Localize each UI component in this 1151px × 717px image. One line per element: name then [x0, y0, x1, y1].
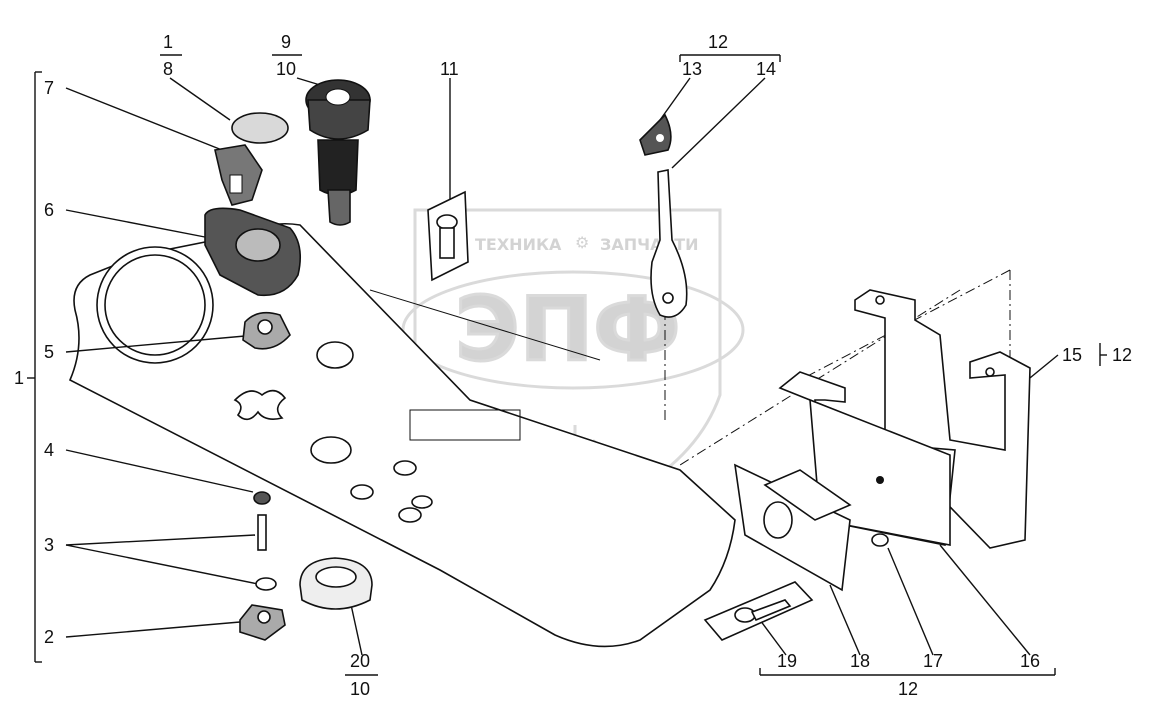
label-5: 5: [44, 342, 54, 362]
label-13: 13: [682, 59, 702, 79]
panel-window: [409, 409, 521, 441]
part-15-bracket: [854, 289, 1031, 549]
panel-hole: [393, 460, 417, 476]
panel-hole: [316, 341, 354, 369]
label-16: 16: [1020, 651, 1040, 671]
part-17-screw: [871, 533, 889, 547]
panel-cutout: [233, 389, 287, 421]
part-6-housing: [204, 207, 301, 297]
label-20: 20: [350, 651, 370, 671]
label-7: 7: [44, 78, 54, 98]
gear-icon: ⚙: [575, 233, 589, 252]
part-labels: 1 8 9 10 11 12 13 14 7 6 5 1 4 3 2 15 12…: [14, 32, 1132, 699]
watermark-brand-left: ТЕХНИКА: [475, 235, 562, 254]
part-5-collar: [242, 311, 291, 350]
label-19: 19: [777, 651, 797, 671]
panel-hole: [310, 436, 352, 464]
panel-hole: [350, 484, 374, 500]
label-3: 3: [44, 535, 54, 555]
watermark: ТЕХНИКА ⚙ ЗАПЧАСТИ ЭПФ: [401, 208, 745, 522]
watermark-logo-letters: ЭПФ: [455, 278, 681, 381]
label-8: 8: [163, 59, 173, 79]
label-2: 2: [44, 627, 54, 647]
label-15: 15: [1062, 345, 1082, 365]
part-14-lever: [650, 169, 688, 318]
part-11-screw: [427, 190, 469, 282]
part-10-switch: [305, 79, 371, 226]
label-12-bottom: 12: [898, 679, 918, 699]
label-6: 6: [44, 200, 54, 220]
label-17: 17: [923, 651, 943, 671]
part-8-cap: [231, 112, 289, 144]
label-4: 4: [44, 440, 54, 460]
part-3-pin: [255, 514, 277, 591]
part-18-holder: [733, 463, 852, 592]
watermark-brand-right: ЗАПЧАСТИ: [600, 235, 699, 254]
label-9: 9: [281, 32, 291, 52]
part-13-knob: [639, 113, 672, 156]
part-20-nut: [299, 557, 373, 610]
label-14: 14: [756, 59, 776, 79]
part-2-bushing: [239, 604, 286, 641]
part-4-nut: [253, 491, 271, 505]
label-11: 11: [440, 59, 459, 79]
label-10-bottom: 10: [350, 679, 370, 699]
label-10-top: 10: [276, 59, 296, 79]
part-7-clip: [214, 144, 263, 206]
label-1-top: 1: [163, 32, 173, 52]
panel-hole: [411, 495, 433, 509]
label-1-side: 1: [14, 368, 24, 388]
label-18: 18: [850, 651, 870, 671]
label-12-right: 12: [1112, 345, 1132, 365]
label-12-top: 12: [708, 32, 728, 52]
part-19-screw: [703, 581, 814, 641]
instrument-panel-plate: [68, 222, 736, 648]
panel-hole: [398, 507, 422, 523]
